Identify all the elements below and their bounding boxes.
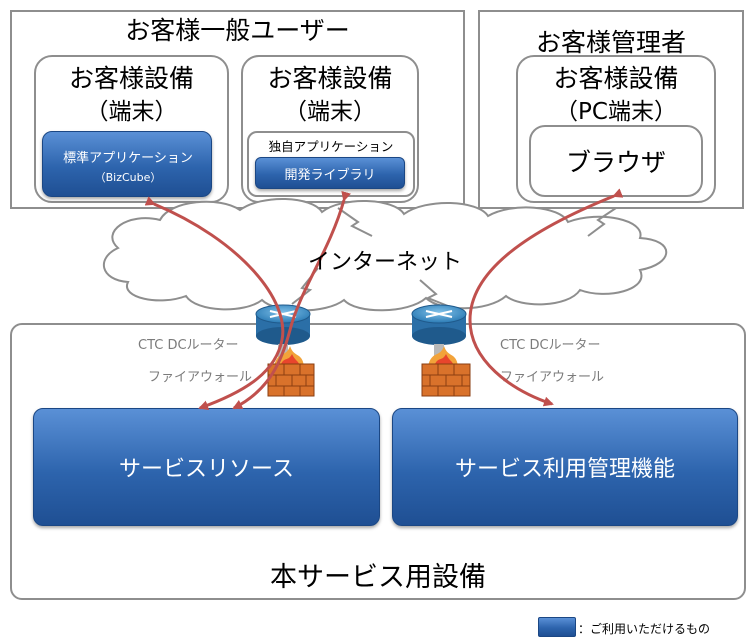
standard-app-sub: （BizCube） xyxy=(94,171,162,184)
connection-bolt-router-right xyxy=(419,279,449,307)
admin-device-subtitle: （PC端末） xyxy=(555,99,677,125)
legend-swatch xyxy=(538,617,576,637)
router-icon-right xyxy=(411,304,467,376)
custom-app-label: 独自アプリケーション xyxy=(268,138,394,154)
standard-app-label: 標準アプリケーション xyxy=(63,150,193,166)
service-management-box: サービス利用管理機能 xyxy=(392,408,738,526)
device-right-title: お客様設備 xyxy=(267,64,393,93)
custom-app-box: 独自アプリケーション 開発ライブラリ xyxy=(247,131,415,197)
browser-box: ブラウザ xyxy=(529,125,703,197)
flow-arrow-browser xyxy=(468,188,624,407)
admin-device-title: お客様設備 xyxy=(553,64,679,93)
customer-admin-title: お客様管理者 xyxy=(535,28,686,57)
customer-users-title: お客様一般ユーザー xyxy=(125,16,350,45)
standard-app-box: 標準アプリケーション （BizCube） xyxy=(42,131,212,197)
internet-label: インターネット xyxy=(307,250,462,275)
device-right-subtitle: （端末） xyxy=(284,99,376,125)
firewall-icon-right xyxy=(421,346,471,397)
device-left-subtitle: （端末） xyxy=(85,99,178,125)
library-box: 開発ライブラリ xyxy=(255,157,405,189)
device-left-title: お客様設備 xyxy=(68,64,194,93)
legend-label: ：ご利用いただけるもの xyxy=(578,622,711,636)
service-facility-title: 本サービス用設備 xyxy=(270,561,486,593)
flow-arrow-custom-app xyxy=(232,190,351,410)
service-resource-box: サービスリソース xyxy=(33,408,380,526)
